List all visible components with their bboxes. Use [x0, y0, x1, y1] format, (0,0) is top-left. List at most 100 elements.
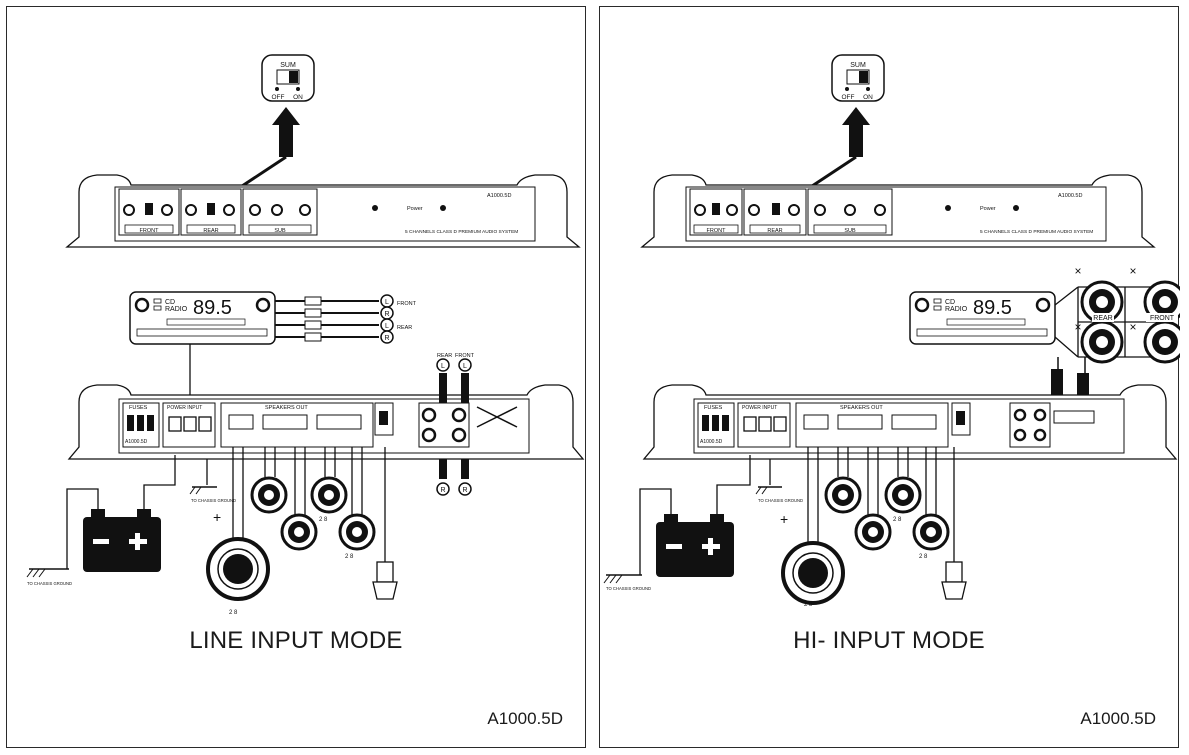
ground-label: TO CHASSIS GROUND	[191, 498, 236, 503]
speaker-icon	[310, 476, 348, 514]
impedance-label: 2 8	[345, 554, 354, 560]
radio-radio-label: RADIO	[945, 306, 968, 313]
rca-r-label: R	[384, 335, 389, 342]
section-front-label: FRONT	[707, 228, 727, 234]
rca-rear-label: REAR	[397, 325, 412, 331]
chassis-ground-icon: TO CHASSIS GROUND TO CHASSIS GROUND	[603, 486, 803, 591]
speaker-wiring: + 2 8 2 8 2 8	[206, 447, 398, 616]
battery	[66, 455, 208, 572]
section-sub-label: SUB	[274, 228, 286, 234]
impedance-label: 2 8	[804, 602, 813, 608]
amplifier-bottom: FUSES A1000.5D POWER INPUT SPEAKERS OUT	[67, 384, 585, 460]
ground-label: TO CHASSIS GROUND	[758, 498, 803, 503]
speaker-icon	[280, 513, 318, 551]
amp-model-label: A1000.5D	[1058, 193, 1082, 199]
impedance-label: 2 8	[919, 554, 928, 560]
hi-input-diagram: SUM OFF ON FRONT REAR SUB Power	[603, 54, 1180, 608]
sum-off-label: OFF	[842, 94, 855, 101]
panel-model-label: A1000.5D	[125, 439, 148, 445]
panel-line-input: SUM OFF ON FRONT REAR SUB Power	[6, 6, 586, 748]
amplifier-top: FRONT REAR SUB Power A1000.5D 5 CHANNELS…	[640, 174, 1156, 248]
x-mark: ×	[1129, 320, 1136, 334]
head-unit-radio: CD RADIO 89.5	[909, 291, 1056, 345]
radio-cd-label: CD	[945, 299, 955, 306]
hi-level-speaker-grid: REAR FRONT × × × ×	[1051, 264, 1180, 403]
section-rear-label: REAR	[767, 228, 782, 234]
amp-brand: Power	[407, 206, 423, 212]
sum-on-label: ON	[863, 94, 873, 101]
speaker-icon	[1143, 320, 1180, 364]
speaker-icon	[338, 513, 376, 551]
fuses-label: FUSES	[704, 405, 723, 411]
power-input-label: POWER INPUT	[742, 405, 777, 411]
mode-title-line-input: LINE INPUT MODE	[189, 627, 403, 654]
chassis-ground-icon: TO CHASSIS GROUND TO CHASSIS GROUND	[26, 486, 236, 586]
speaker-icon	[884, 476, 922, 514]
speaker-icon	[912, 513, 950, 551]
impedance-label: 2 8	[229, 610, 238, 616]
arrow-icon	[802, 107, 870, 194]
arrow-icon	[232, 107, 300, 194]
rca-cables: L R L R FRONT REAR	[189, 294, 417, 407]
speakers-out-label: SPEAKERS OUT	[840, 405, 883, 411]
ground-label: TO CHASSIS GROUND	[27, 581, 72, 586]
remote-connector-icon	[372, 561, 398, 600]
speaker-icon	[1080, 320, 1124, 364]
speaker-icon	[250, 476, 288, 514]
amp-tagline: 5 CHANNELS CLASS D PREMIUM AUDIO SYSTEM	[405, 229, 518, 235]
amplifier-bottom: FUSES A1000.5D POWER INPUT SPEAKERS OUT	[642, 384, 1178, 460]
speaker-icon	[854, 513, 892, 551]
rca-l-label: L	[441, 363, 445, 370]
sum-label: SUM	[280, 62, 296, 69]
head-unit-radio: CD RADIO 89.5	[129, 291, 276, 345]
rca-front-label: FRONT	[397, 301, 417, 307]
section-rear-label: REAR	[203, 228, 218, 234]
subwoofer-icon	[781, 541, 845, 605]
radio-cd-label: CD	[165, 299, 175, 306]
sum-switch: SUM OFF ON	[261, 54, 315, 102]
sum-off-label: OFF	[272, 94, 285, 101]
radio-frequency: 89.5	[193, 297, 232, 319]
panel-hi-input: SUM OFF ON FRONT REAR SUB Power	[599, 6, 1180, 748]
speaker-icon	[824, 476, 862, 514]
power-input-label: POWER INPUT	[167, 405, 202, 411]
section-front-label: FRONT	[140, 228, 160, 234]
rca-plugs: REAR FRONT L L R R	[436, 353, 475, 496]
model-tag: A1000.5D	[1080, 709, 1156, 728]
ground-label: TO CHASSIS GROUND	[606, 586, 651, 591]
amplifier-top: FRONT REAR SUB Power A1000.5D 5 CHANNELS…	[65, 174, 581, 248]
x-mark: ×	[1074, 264, 1081, 278]
spk-rear-label: REAR	[1093, 315, 1112, 322]
amp-brand: Power	[980, 206, 996, 212]
impedance-label: 2 8	[893, 517, 902, 523]
radio-frequency: 89.5	[973, 297, 1012, 319]
model-tag: A1000.5D	[487, 709, 563, 728]
radio-radio-label: RADIO	[165, 306, 188, 313]
rca-l-label: L	[385, 323, 389, 330]
top-rear-label: REAR	[437, 353, 452, 359]
subwoofer-icon	[206, 537, 270, 601]
rca-l-label: L	[463, 363, 467, 370]
rca-r-label: R	[440, 487, 445, 494]
line-input-diagram: SUM OFF ON FRONT REAR SUB Power	[26, 54, 585, 616]
impedance-label: 2 8	[319, 517, 328, 523]
amp-tagline: 5 CHANNELS CLASS D PREMIUM AUDIO SYSTEM	[980, 229, 1093, 235]
speakers-out-label: SPEAKERS OUT	[265, 405, 308, 411]
speaker-wiring: + 2 8 2 8 2 8	[780, 447, 967, 608]
top-front-label: FRONT	[455, 353, 475, 359]
amp-model-label: A1000.5D	[487, 193, 511, 199]
panel-model-label: A1000.5D	[700, 439, 723, 445]
plus-sign: +	[213, 509, 221, 525]
rca-r-label: R	[462, 487, 467, 494]
rca-l-label: L	[385, 299, 389, 306]
x-mark: ×	[1074, 320, 1081, 334]
sum-switch: SUM OFF ON	[831, 54, 885, 102]
sum-label: SUM	[850, 62, 866, 69]
section-sub-label: SUB	[844, 228, 856, 234]
sum-on-label: ON	[293, 94, 303, 101]
mode-title-hi-input: HI- INPUT MODE	[793, 627, 985, 654]
plus-sign: +	[780, 511, 788, 527]
remote-connector-icon	[941, 561, 967, 600]
battery	[639, 455, 771, 577]
fuses-label: FUSES	[129, 405, 148, 411]
